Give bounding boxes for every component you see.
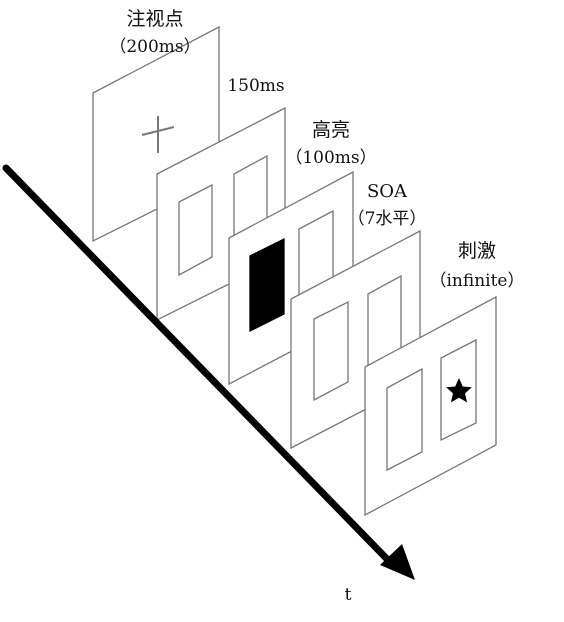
frame-stimulus	[364, 295, 497, 517]
highlighted-box	[249, 237, 285, 333]
stimulus-duration: （infinite）	[429, 271, 524, 291]
right-target-box	[440, 338, 477, 442]
highlight-duration: （100ms）	[285, 148, 376, 168]
fixation-duration: （200ms）	[109, 37, 200, 57]
highlight-label: 高亮	[312, 119, 350, 141]
isi-duration: 150ms	[227, 76, 284, 96]
left-placeholder-box	[178, 183, 213, 277]
fixation-label: 注视点	[126, 8, 183, 30]
left-placeholder-box	[313, 300, 349, 402]
left-placeholder-box	[386, 367, 423, 472]
time-arrow	[2, 164, 415, 580]
soa-label: SOA	[367, 181, 408, 202]
stimulus-label: 刺激	[458, 240, 496, 262]
fixation-cross-icon	[141, 116, 175, 153]
time-arrow-head-icon	[380, 544, 415, 580]
time-axis-label: t	[345, 585, 352, 605]
time-arrow-shaft	[2, 164, 391, 563]
frame-stimulus-panel	[364, 295, 497, 517]
star-icon	[446, 378, 472, 403]
soa-duration: （7水平）	[348, 209, 427, 229]
